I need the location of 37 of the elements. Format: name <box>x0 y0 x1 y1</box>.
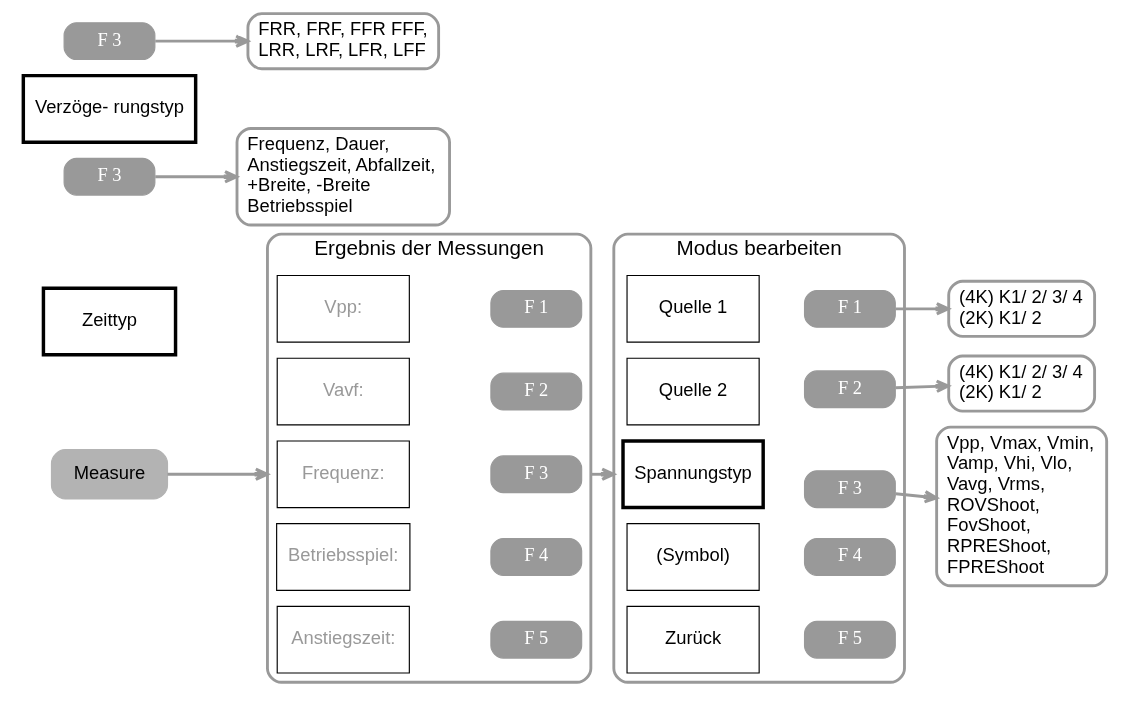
node-box: Quelle 2 <box>626 357 760 425</box>
arrow <box>590 467 616 481</box>
node-box: Zurück <box>626 605 760 674</box>
node-box: Vpp: <box>276 274 410 343</box>
node-box: F 3 <box>803 469 896 508</box>
node-box: F 3 <box>490 454 583 493</box>
node-box: Vavf: <box>276 357 410 425</box>
node-box: Frequenz: <box>276 439 410 508</box>
node-box: F 2 <box>803 369 896 408</box>
node-box: Measure <box>50 448 169 500</box>
node-box: F 4 <box>803 537 896 576</box>
node-box: Anstiegszeit: <box>276 605 410 674</box>
arrow <box>895 379 950 393</box>
node-box: (Symbol) <box>626 522 760 591</box>
node-box: Frequenz, Dauer, Anstiegszeit, Abfallzeit, +Breite, -Breite Betriebsspiel <box>235 126 451 226</box>
node-box: (4K) K1/ 2/ 3/ 4 (2K) K1/ 2 <box>947 354 1097 413</box>
node-box: FRR, FRF, FFR FFF, LRR, LRF, LFR, LFF <box>246 11 441 70</box>
node-box: Spannungstyp <box>621 438 765 509</box>
arrow <box>155 34 250 48</box>
arrow <box>895 301 950 315</box>
arrow <box>155 169 239 183</box>
node-box: (4K) K1/ 2/ 3/ 4 (2K) K1/ 2 <box>947 279 1097 338</box>
node-box: Zeittyp <box>41 285 178 357</box>
node-box: F 5 <box>490 620 583 659</box>
node-box: F 5 <box>803 620 896 659</box>
arrow <box>895 489 939 503</box>
node-box: Verzöge- rungstyp <box>21 73 198 144</box>
arrow <box>167 467 269 481</box>
node-box: F 1 <box>803 289 896 328</box>
node-box: Quelle 1 <box>626 274 760 343</box>
node-box: F 4 <box>490 537 583 576</box>
node-box: F 3 <box>63 21 156 60</box>
node-box: F 1 <box>490 289 583 328</box>
node-box: Betriebsspiel: <box>276 522 411 591</box>
node-box: F 2 <box>490 372 583 410</box>
node-box: Vpp, Vmax, Vmin, Vamp, Vhi, Vlo, Vavg, Vrms, ROVShoot, FovShoot, RPREShoot, FPREShoot <box>935 425 1109 587</box>
node-box: F 3 <box>63 157 156 196</box>
